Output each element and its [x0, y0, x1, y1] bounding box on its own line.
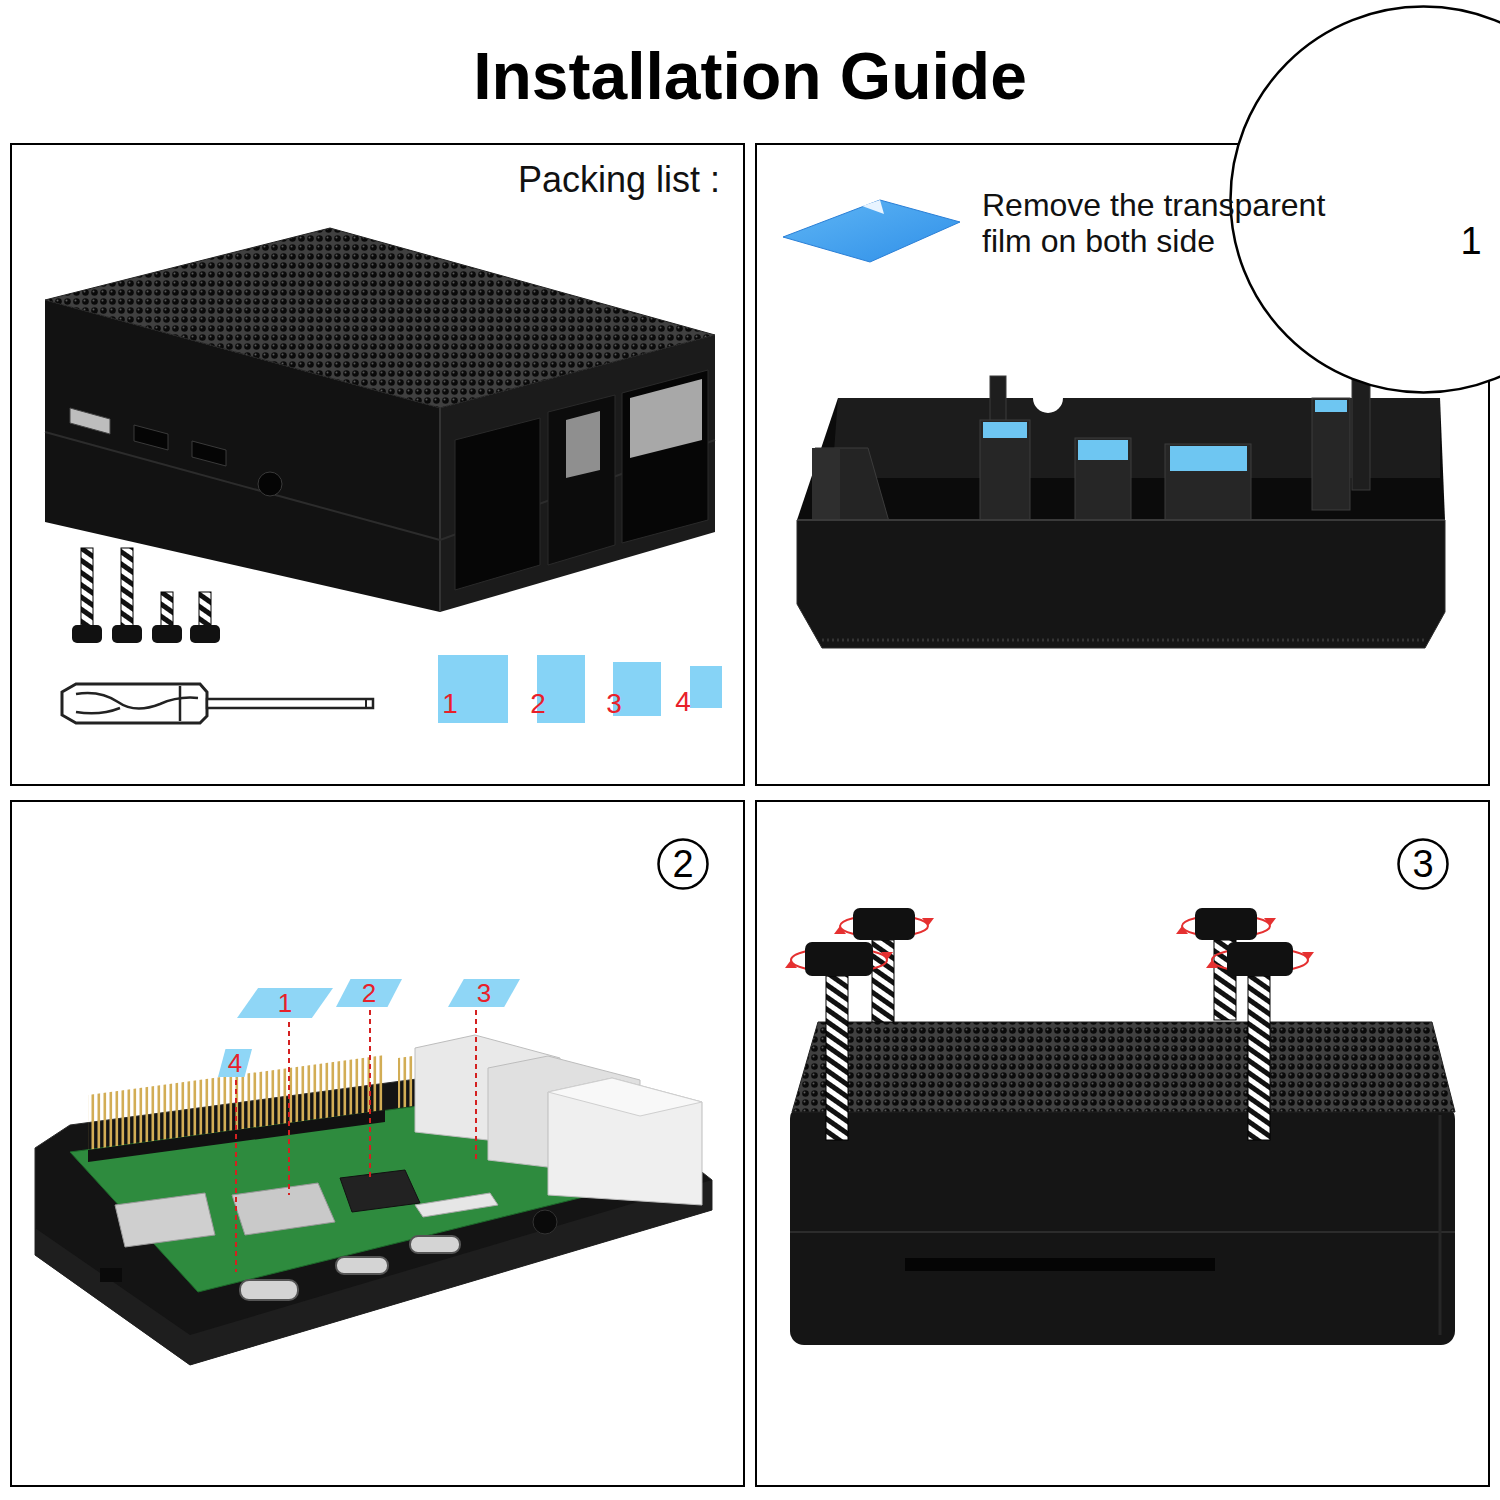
pad-outline [218, 1049, 252, 1077]
step-circle-outline [659, 840, 708, 889]
callout-number: 4 [228, 1050, 242, 1076]
step-panel-frame [11, 801, 744, 1486]
callout-number: 1 [442, 684, 458, 724]
step-circle-outline [1230, 6, 1500, 392]
thermal-pad: 3 [448, 979, 520, 1007]
pad-outline [237, 988, 333, 1018]
panel-heading: Remove the transparent film on both side [982, 187, 1357, 259]
callout-number: 2 [362, 980, 376, 1006]
step-number-text: 1 [1461, 223, 1500, 259]
panel-heading: Packing list : [518, 160, 720, 200]
step-number-text: 2 [672, 845, 693, 883]
board-in-case [35, 1035, 712, 1365]
page-title: Installation Guide [0, 40, 1500, 112]
screwdriver [62, 684, 373, 723]
closed-case [790, 1022, 1455, 1345]
thermal-pad: 3 [613, 662, 661, 716]
pad-outline [448, 979, 520, 1007]
thermal-pad: 4 [218, 1049, 252, 1077]
case-bottom [797, 376, 1445, 648]
leader-lines [236, 1010, 476, 1272]
case-illustration [45, 228, 715, 612]
step-number: 3 [1397, 838, 1449, 890]
callout-number: 3 [606, 684, 622, 724]
step-panel-frame [756, 801, 1489, 1486]
callout-number: 4 [675, 682, 691, 722]
thermal-film [783, 200, 960, 262]
thermal-pad: 1 [237, 988, 333, 1018]
callout-number: 3 [477, 980, 491, 1006]
step-circle-outline [1399, 840, 1448, 889]
callout-number: 1 [278, 990, 292, 1016]
case-screws [785, 908, 1314, 1140]
thermal-pad: 2 [537, 655, 585, 723]
step-panel: Remove the transparent film on both side… [755, 143, 1490, 786]
step-number: 2 [657, 838, 709, 890]
pad-shape [690, 666, 722, 708]
pad-outline [438, 655, 508, 723]
thermal-pad: 2 [336, 979, 402, 1007]
thermal-pad: 1 [438, 655, 508, 723]
pad-outline [336, 979, 402, 1007]
pad-outline [690, 666, 722, 708]
thermal-pad: 4 [690, 666, 722, 708]
screw-set [72, 548, 220, 643]
packing-list-panel: Packing list :1234 [10, 143, 745, 786]
callout-number: 2 [530, 684, 546, 724]
step-number-text: 3 [1412, 845, 1433, 883]
